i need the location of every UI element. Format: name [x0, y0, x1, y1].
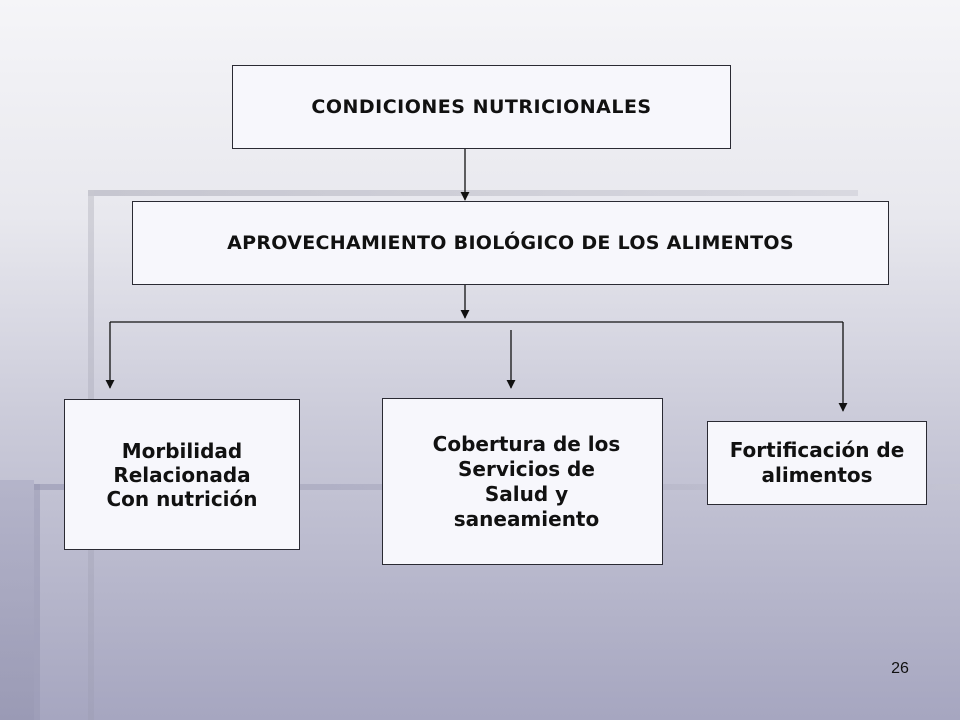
node-label: Cobertura de los Servicios de Salud y sa… [432, 431, 621, 531]
node-condiciones-nutricionales: CONDICIONES NUTRICIONALES [232, 65, 731, 149]
node-label: Fortificación de alimentos [729, 438, 905, 487]
node-fortificacion: Fortificación de alimentos [707, 421, 927, 505]
node-label: CONDICIONES NUTRICIONALES [311, 96, 652, 118]
node-label: APROVECHAMIENTO BIOLÓGICO DE LOS ALIMENT… [227, 232, 794, 254]
node-morbilidad: Morbilidad Relacionada Con nutrición [64, 399, 300, 550]
slide-number: 26 [891, 660, 909, 677]
node-label: Morbilidad Relacionada Con nutrición [106, 438, 258, 511]
node-aprovechamiento-biologico: APROVECHAMIENTO BIOLÓGICO DE LOS ALIMENT… [132, 201, 889, 285]
node-cobertura-servicios: Cobertura de los Servicios de Salud y sa… [382, 398, 663, 565]
